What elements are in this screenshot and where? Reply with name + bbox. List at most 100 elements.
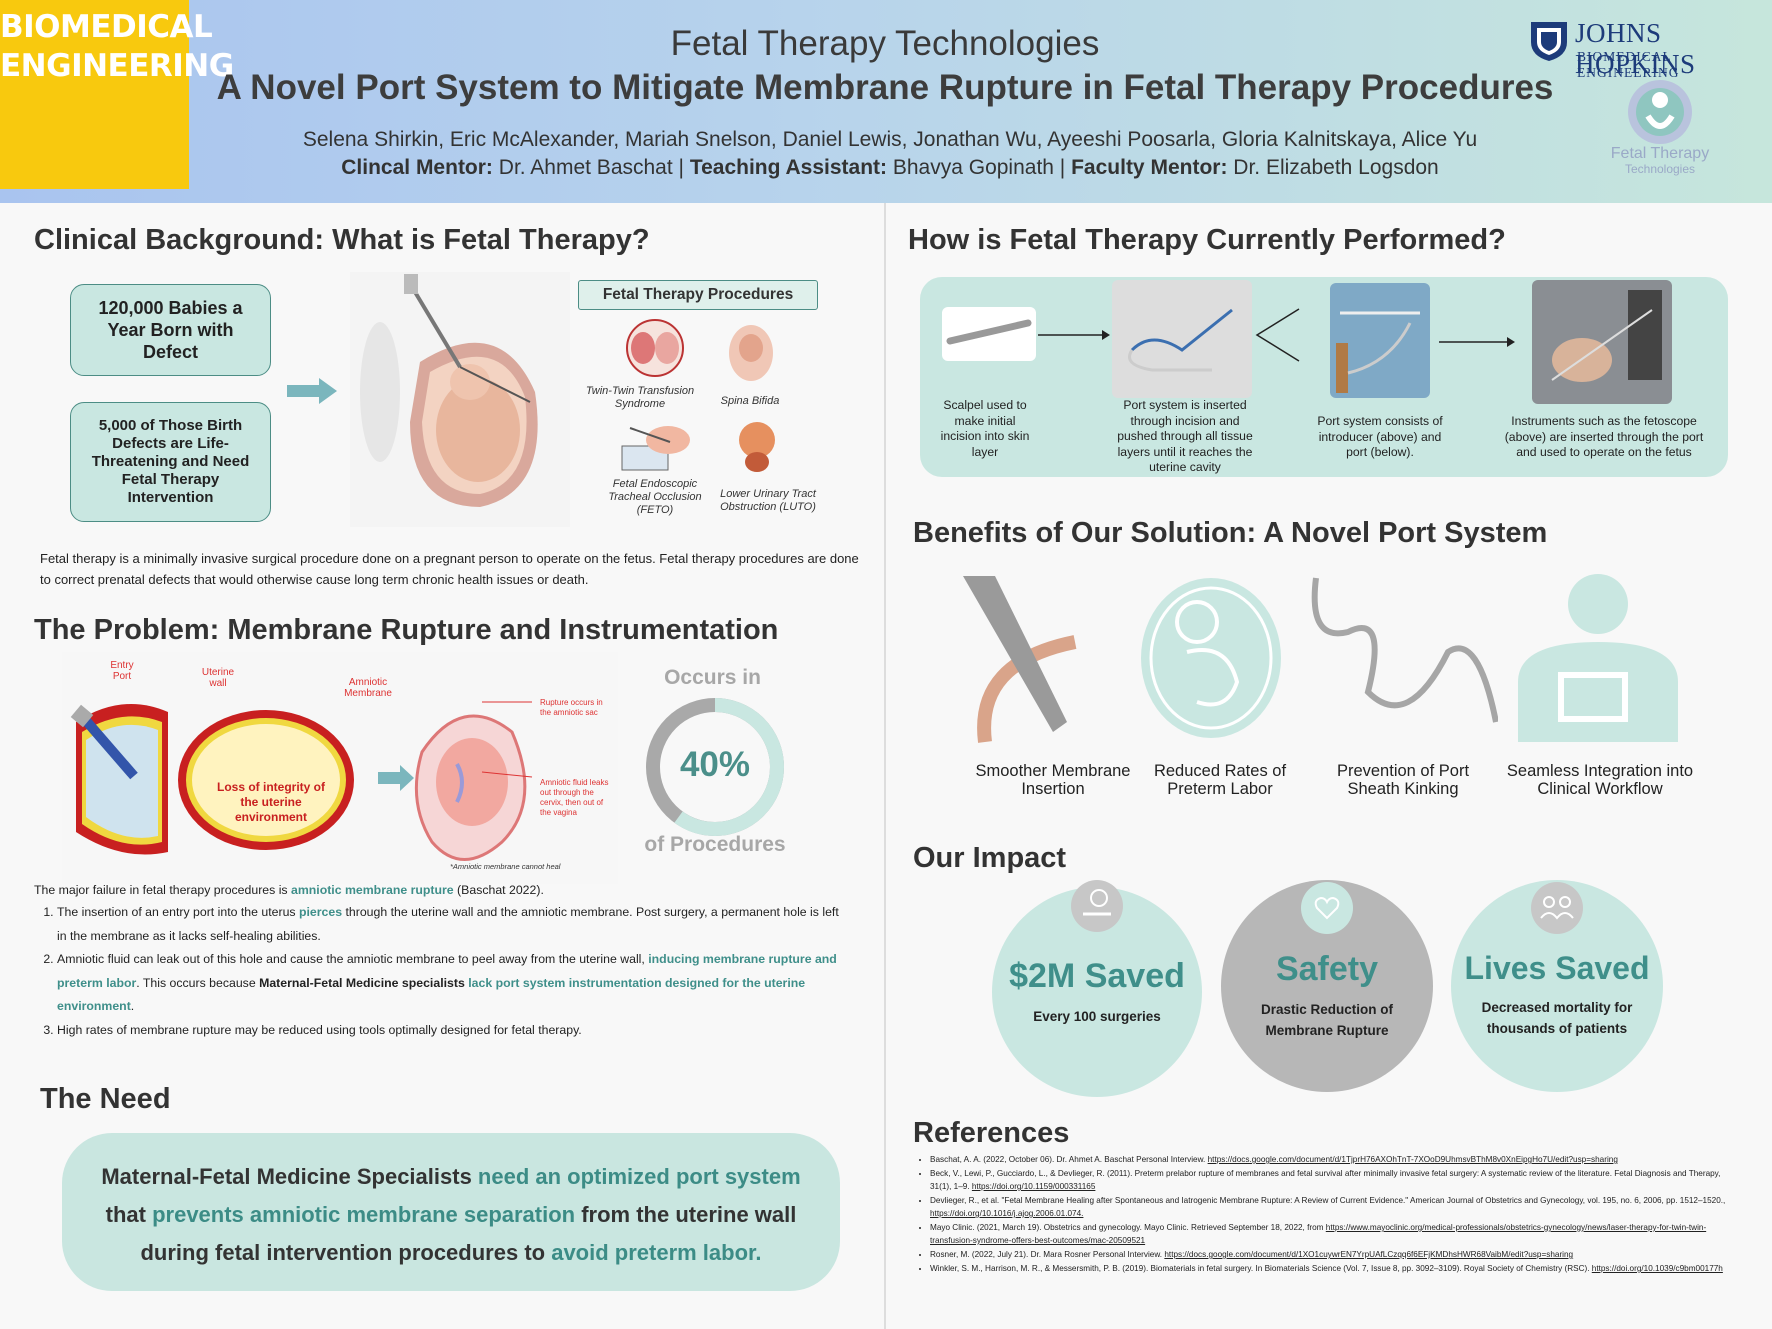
background-heading: Clinical Background: What is Fetal Thera… — [34, 224, 650, 256]
ref4-link[interactable]: https://www.mayoclinic.org/medical-profe… — [930, 1223, 1707, 1245]
heart-hands-icon — [1301, 882, 1353, 934]
label-uterine-wall: Uterine wall — [201, 667, 235, 689]
item2-bold: Maternal-Fetal Medicine specialists — [259, 975, 465, 990]
jhu-name: JOHNS HOPKINS — [1575, 18, 1696, 79]
need-d: prevents amniotic membrane separation — [152, 1202, 576, 1227]
impact-money-small: Every 100 surgeries — [1033, 1009, 1161, 1024]
impact-heading: Our Impact — [913, 842, 1067, 874]
flow-arrow-split — [1255, 308, 1300, 362]
problem-intro: The major failure in fetal therapy proce… — [34, 880, 864, 901]
intro-highlight: amniotic membrane rupture — [291, 883, 454, 897]
mentors: Clincal Mentor: Dr. Ahmet Baschat | Teac… — [240, 156, 1540, 180]
procedures-title: Fetal Therapy Procedures — [578, 280, 818, 310]
fetus-icon — [1141, 578, 1281, 738]
proc-spina-bifida-label: Spina Bifida — [720, 395, 780, 407]
intro-text: The major failure in fetal therapy proce… — [34, 883, 291, 897]
item1-highlight: pierces — [298, 905, 343, 919]
stat-card-babies: 120,000 Babies a Year Born with Defect — [70, 284, 271, 376]
step-port-parts: Port system consists of introducer (abov… — [1317, 414, 1443, 459]
kinked-tube-icon — [1311, 577, 1498, 723]
ref1-link[interactable]: https://docs.google.com/document/d/1Tjpr… — [1207, 1155, 1618, 1164]
column-divider — [884, 203, 886, 1329]
ta-name: Bhavya Gopinath | — [887, 156, 1072, 179]
ft-logo-line2: Technologies — [1624, 162, 1696, 176]
flow-arrow-2 — [1439, 337, 1515, 347]
item1-text: The insertion of an entry port into the … — [57, 905, 299, 919]
badge-line1: BIOMEDICAL — [0, 9, 213, 45]
ref6-link[interactable]: https://doi.org/10.1039/c9bm00177h — [1591, 1264, 1723, 1273]
spina-bifida-illustration — [729, 325, 773, 381]
bme-badge: BIOMEDICAL ENGINEERING — [0, 0, 234, 189]
label-entry-port: Entry Port — [110, 660, 134, 682]
jhu-shield-icon — [1531, 22, 1567, 61]
benefit-seamless-integration: Seamless Integration into Clinical Workf… — [1506, 762, 1694, 798]
benefit-prevent-kinking: Prevention of Port Sheath Kinking — [1336, 762, 1470, 798]
problem-item-1: The insertion of an entry port into the … — [57, 901, 849, 948]
need-statement: Maternal-Fetal Medicine Specialists need… — [62, 1133, 840, 1291]
ref3-text: Devlieger, R., et al. "Fetal Membrane He… — [930, 1196, 1726, 1205]
ref6-text: Winkler, S. M., Harrison, M. R., & Messe… — [930, 1264, 1592, 1273]
item2-highlight1: inducing membrane rupture and preterm la… — [57, 952, 837, 990]
reference-item: Devlieger, R., et al. "Fetal Membrane He… — [930, 1194, 1736, 1220]
feto-illustration — [621, 426, 690, 471]
ref4-text: Mayo Clinic. (2021, March 19). Obstetric… — [930, 1223, 1326, 1232]
intro-citation: (Baschat 2022). — [453, 883, 544, 897]
clinical-mentor-label: Clincal Mentor: — [341, 156, 493, 179]
proc-feto-label: Fetal Endoscopic Tracheal Occlusion (FET… — [608, 478, 702, 516]
item2-text-mid: . This occurs because — [136, 975, 260, 990]
need-c: that — [105, 1202, 153, 1227]
proc-luto-label: Lower Urinary Tract Obstruction (LUTO) — [720, 488, 816, 513]
ref2-text: Beck, V., Lewi, P., Gucciardo, L., & Dev… — [930, 1169, 1721, 1191]
need-b: need an optimized port system — [477, 1164, 801, 1189]
step-port-insert: Port system is inserted through incision… — [1117, 398, 1253, 474]
item1-text-end: through the uterine wall and the amnioti… — [57, 905, 839, 943]
pregnant-uterus-illustration — [350, 272, 570, 527]
badge-line2: ENGINEERING — [0, 48, 234, 84]
reference-item: Beck, V., Lewi, P., Gucciardo, L., & Dev… — [930, 1167, 1736, 1193]
step-scalpel: Scalpel used to make initial incision in… — [940, 398, 1030, 459]
ttts-illustration — [626, 319, 684, 377]
poster-subtitle: A Novel Port System to Mitigate Membrane… — [216, 68, 1554, 107]
problem-item-2: Amniotic fluid can leak out of this hole… — [57, 948, 849, 1019]
authors: Selena Shirkin, Eric McAlexander, Mariah… — [302, 128, 1478, 151]
proc-ttts-label: Twin-Twin Transfusion Syndrome — [585, 385, 695, 410]
impact-safety-big: Safety — [1275, 950, 1379, 988]
port-system-icon — [1128, 308, 1233, 372]
clinical-mentor-name: Dr. Ahmet Baschat | — [492, 156, 690, 179]
clinician-icon — [1518, 574, 1678, 742]
membrane-rupture-diagram — [62, 652, 618, 884]
impact-lives-big: Lives Saved — [1464, 950, 1650, 986]
ft-logo-line1: Fetal Therapy — [1610, 145, 1710, 162]
ref2-link[interactable]: https://doi.org/10.1159/000331165 — [971, 1182, 1096, 1191]
ref3-link[interactable]: https://doi.org/10.1016/j.ajog.2006.01.0… — [930, 1209, 1084, 1218]
label-amniotic-membrane: Amniotic Membrane — [344, 677, 392, 699]
label-cannot-heal: *Amniotic membrane cannot heal — [450, 862, 561, 871]
item2-period: . — [130, 999, 135, 1013]
scalpel-photo — [942, 307, 1036, 361]
scalpel-icon — [946, 319, 1032, 345]
ref5-link[interactable]: https://docs.google.com/document/d/1XO1c… — [1164, 1250, 1574, 1259]
port-system-photo — [1112, 280, 1252, 398]
problem-list: The insertion of an entry port into the … — [37, 901, 849, 1042]
fetal-therapy-logo: Fetal Therapy Technologies — [1600, 76, 1720, 186]
fetoscope-icon — [1551, 290, 1662, 382]
family-icon — [1531, 882, 1583, 934]
problem-item-3: High rates of membrane rupture may be re… — [57, 1019, 849, 1043]
percent-value: 40% — [679, 745, 751, 784]
reference-item: Mayo Clinic. (2021, March 19). Obstetric… — [930, 1221, 1736, 1247]
needle-membrane-icon — [963, 576, 1077, 743]
problem-heading: The Problem: Membrane Rupture and Instru… — [34, 614, 779, 646]
references-list: Baschat, A. A. (2022, October 06). Dr. A… — [918, 1153, 1736, 1276]
need-heading: The Need — [40, 1083, 171, 1115]
port-parts-photo — [1330, 283, 1430, 398]
need-a: Maternal-Fetal Medicine Specialists — [101, 1164, 478, 1189]
of-procedures-label: of Procedures — [644, 833, 786, 856]
impact-safety-small: Drastic Reduction of Membrane Rupture — [1260, 1002, 1393, 1038]
background-paragraph: Fetal therapy is a minimally invasive su… — [40, 551, 859, 587]
need-g: avoid preterm labor. — [551, 1240, 762, 1265]
jhu-sub: BIOMEDICAL ENGINEERING — [1577, 49, 1680, 80]
item2-text: Amniotic fluid can leak out of this hole… — [57, 952, 649, 966]
occurs-in-label: Occurs in — [664, 666, 761, 689]
label-rupture-occurs: Rupture occurs in the amniotic sac — [540, 698, 603, 717]
step-fetoscope: Instruments such as the fetoscope (above… — [1504, 414, 1704, 459]
